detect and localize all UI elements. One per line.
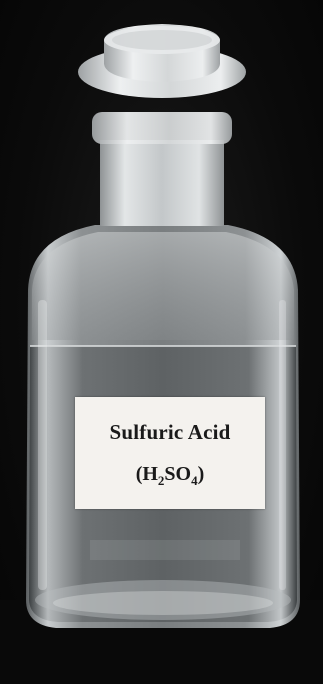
- bottle-neck: [100, 140, 224, 226]
- bottle-base: [35, 580, 291, 620]
- bottle-shoulder: [32, 232, 294, 340]
- neck-rim: [92, 112, 232, 144]
- label-chemical-name: Sulfuric Acid: [109, 420, 231, 444]
